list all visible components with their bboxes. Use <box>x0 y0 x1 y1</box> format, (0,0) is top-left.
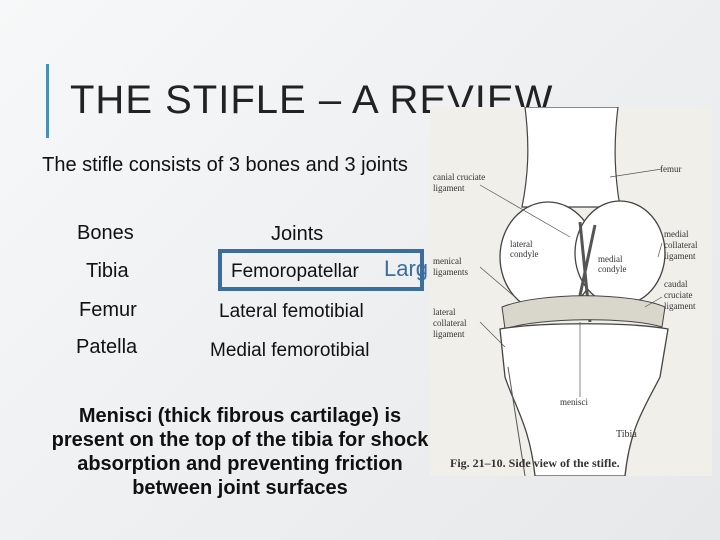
label-menical: menical <box>433 256 462 266</box>
stifle-figure: femur canial cruciate ligament lateral c… <box>430 107 712 476</box>
bone-item: Patella <box>76 336 138 358</box>
label-tibia: Tibia <box>616 429 637 440</box>
highlight-box <box>218 249 424 291</box>
bone-item: Femur <box>79 299 137 321</box>
label-medial-collateral: medial <box>664 229 689 239</box>
label-lateral-collateral-2: collateral <box>433 318 467 328</box>
label-menical-2: ligaments <box>433 267 468 277</box>
title-accent-bar <box>46 64 49 138</box>
label-canial-cruciate: canial cruciate <box>433 172 485 182</box>
joint-item: Femoropatellar <box>231 261 359 282</box>
menisci-shape <box>501 295 666 330</box>
label-medial-collateral-3: ligament <box>664 251 696 261</box>
label-medial-condyle: medial <box>598 254 623 264</box>
joints-header: Joints <box>271 223 324 245</box>
joint-item: Lateral femotibial <box>219 301 364 322</box>
label-caudal-cruciate-3: ligament <box>664 301 696 311</box>
label-femur: femur <box>660 164 682 174</box>
label-lateral-condyle-2: condyle <box>510 249 539 259</box>
bones-header: Bones <box>77 222 134 244</box>
label-medial-condyle-2: condyle <box>598 264 627 274</box>
intro-text: The stifle consists of 3 bones and 3 joi… <box>42 154 408 176</box>
large-tag: Larg <box>384 256 429 281</box>
tibia-shape <box>499 323 669 476</box>
menisci-note: Menisci (thick fibrous cartilage) is pre… <box>51 405 429 499</box>
label-lateral-collateral-3: ligament <box>433 329 465 339</box>
label-medial-collateral-2: collateral <box>664 240 698 250</box>
stifle-diagram: femur canial cruciate ligament lateral c… <box>430 107 712 476</box>
label-caudal-cruciate: caudal <box>664 279 688 289</box>
femur-shape <box>521 107 621 208</box>
label-caudal-cruciate-2: cruciate <box>664 290 692 300</box>
joint-item: Medial femorotibial <box>210 340 370 361</box>
figure-caption: Fig. 21–10. Side view of the stifle. <box>450 456 620 470</box>
label-lateral-collateral: lateral <box>433 307 456 317</box>
label-menisci: menisci <box>560 397 588 407</box>
label-lines <box>479 168 663 397</box>
bone-item: Tibia <box>86 260 129 282</box>
fibula-line <box>507 366 526 476</box>
label-lateral-condyle: lateral <box>510 239 533 249</box>
label-canial-cruciate-2: ligament <box>433 183 465 193</box>
